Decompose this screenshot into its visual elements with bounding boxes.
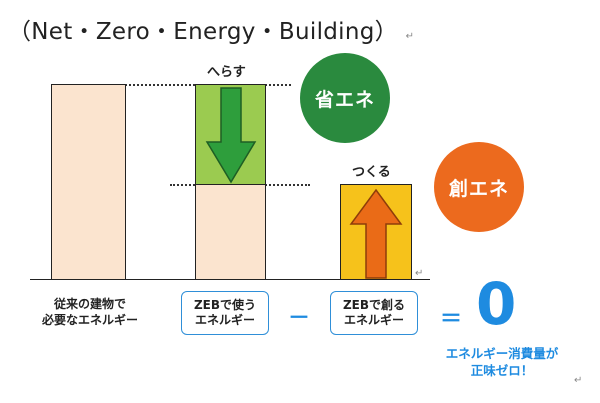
zeb-create-energy-box: ZEBで創る エネルギー: [330, 291, 418, 335]
net-zero-result-text: エネルギー消費量が 正味ゼロ！: [445, 346, 559, 378]
energy-saving-circle: 省エネ: [300, 53, 390, 143]
page-title: （Net・Zero・Energy・Building） ↵: [8, 19, 415, 45]
minus-sign: －: [288, 306, 311, 331]
conventional-energy-label: 従来の建物で 必要なエネルギー: [41, 297, 138, 327]
up-arrow-icon: [349, 188, 403, 279]
reduce-label: へらす: [207, 65, 246, 80]
return-mark-small: ↵: [415, 268, 424, 279]
return-mark: ↵: [405, 31, 415, 42]
conventional-energy-bar: [51, 84, 126, 280]
equals-sign: ＝: [440, 307, 463, 332]
down-arrow-icon: [205, 87, 257, 184]
zeb-use-energy-box: ZEBで使う エネルギー: [181, 291, 269, 335]
zero-value: 0: [476, 270, 517, 338]
zeb-used-energy-bar: [195, 184, 266, 280]
return-mark-small: ↵: [574, 375, 583, 386]
energy-creation-circle: 創エネ: [434, 142, 524, 232]
create-label: つくる: [352, 165, 391, 180]
